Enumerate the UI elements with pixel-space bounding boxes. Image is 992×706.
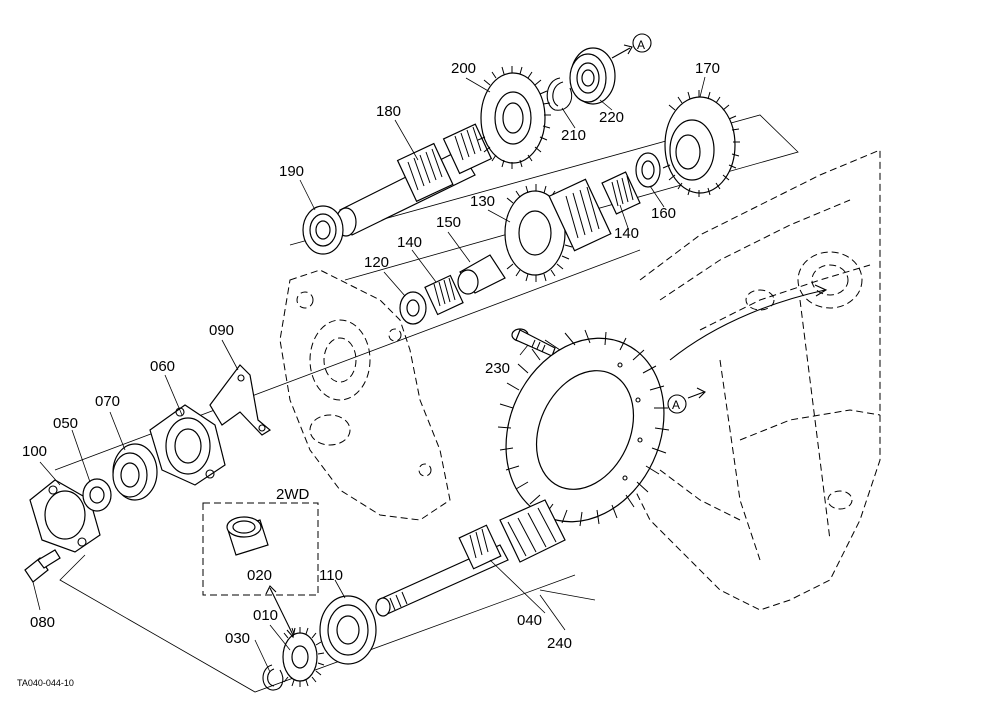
front-cover: [279, 269, 451, 521]
label-040: 040: [517, 612, 542, 629]
label-050: 050: [53, 415, 78, 432]
bearing-holder-060: [149, 404, 226, 486]
label-120: 120: [364, 254, 389, 271]
arrow-020-to-010: [265, 585, 296, 639]
label-ref-a-mid: A: [672, 398, 680, 412]
label-200: 200: [451, 60, 476, 77]
label-110: 110: [319, 567, 343, 584]
washer-120: [399, 291, 427, 325]
bearing-220: [569, 47, 616, 105]
collar-020: [226, 516, 269, 556]
label-010: 010: [253, 607, 278, 624]
label-130: 130: [470, 193, 495, 210]
bolt-080: [24, 549, 61, 583]
bearing-110: [319, 595, 377, 665]
label-2wd: 2WD: [276, 486, 310, 503]
label-240: 240: [547, 635, 572, 652]
snap-ring-030: [262, 664, 284, 691]
needle-bearing-140-right: [601, 171, 641, 215]
bearing-070: [112, 443, 158, 501]
callout-leaders: [32, 76, 706, 673]
label-140-left: 140: [397, 234, 422, 251]
label-220: 220: [599, 109, 624, 126]
plate-090: [209, 364, 272, 436]
label-ref-a-top: A: [637, 38, 645, 52]
label-100: 100: [22, 443, 47, 460]
label-070: 070: [95, 393, 120, 410]
label-210: 210: [561, 127, 586, 144]
gear-130: [504, 178, 612, 282]
shaft-180: [335, 123, 493, 237]
label-080: 080: [30, 614, 55, 631]
reference-arrow-a-mid: [667, 387, 706, 414]
label-160: 160: [651, 205, 676, 222]
label-180: 180: [376, 103, 401, 120]
label-020: 020: [247, 567, 272, 584]
gasket-100: [29, 479, 101, 553]
label-140-right: 140: [614, 225, 639, 242]
oil-seal-050: [82, 478, 112, 512]
label-230: 230: [485, 360, 510, 377]
2wd-option-box: [202, 502, 319, 596]
gear-170: [662, 90, 740, 197]
label-060: 060: [150, 358, 175, 375]
drawing-code: TA040-044-10: [17, 678, 74, 688]
assembly-boundaries: [54, 114, 799, 693]
label-090: 090: [209, 322, 234, 339]
needle-bearing-140-left: [424, 274, 464, 316]
washer-160: [635, 152, 661, 188]
label-030: 030: [225, 630, 250, 647]
gear-010: [282, 627, 325, 687]
label-150: 150: [436, 214, 461, 231]
part-labels: 100 050 070 060 090 080 120 140 150 130 …: [17, 38, 720, 688]
gear-200: [477, 66, 551, 169]
bearing-190: [302, 205, 344, 255]
reference-arrow-a-top: [611, 33, 652, 59]
label-170: 170: [695, 60, 720, 77]
ring-gear-240: [497, 329, 670, 527]
label-190: 190: [279, 163, 304, 180]
bolt-230: [511, 328, 556, 357]
snap-ring-210: [546, 77, 573, 111]
collar-150: [457, 254, 506, 295]
pinion-shaft-040: [375, 499, 566, 617]
transmission-housing: [629, 149, 881, 611]
